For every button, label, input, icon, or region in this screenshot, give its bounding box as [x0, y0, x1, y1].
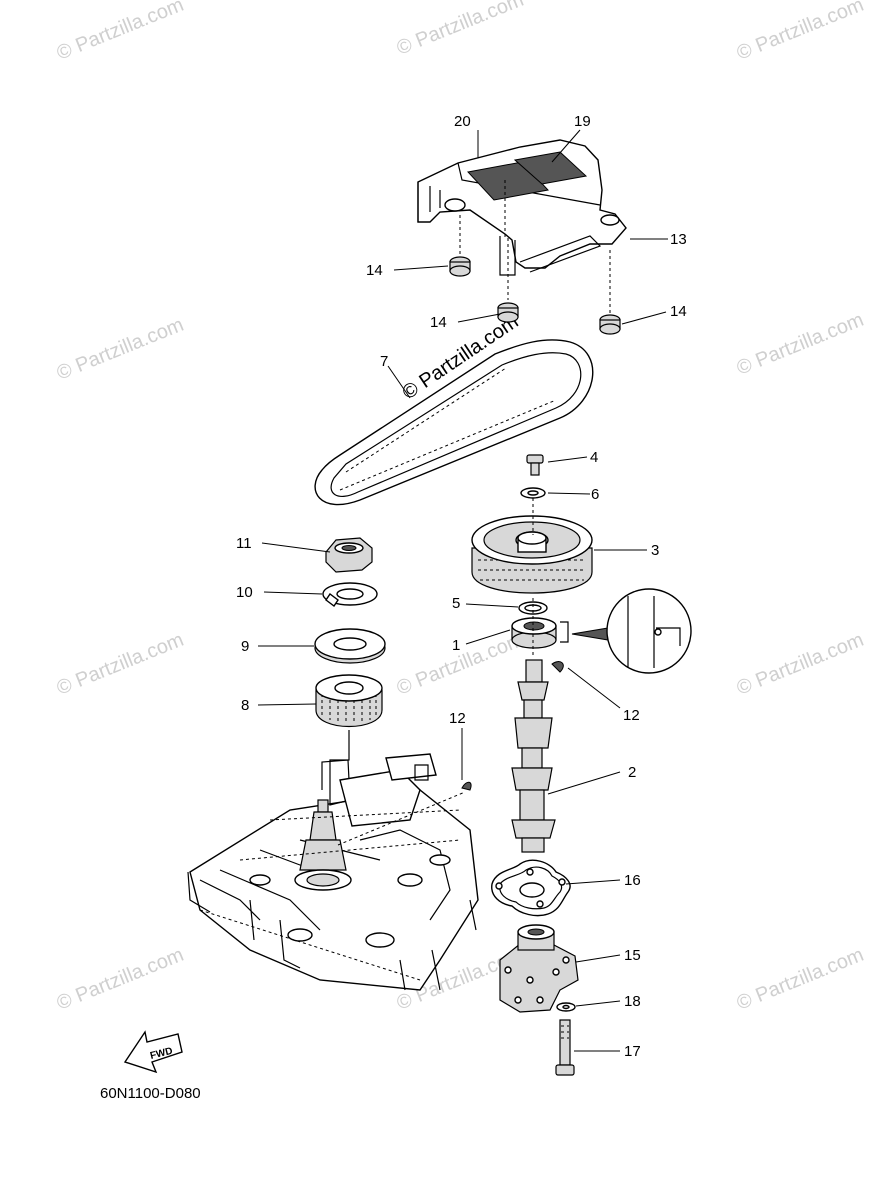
lock-washer [322, 582, 378, 608]
callout-12: 12 [623, 707, 640, 724]
flywheel-cover [417, 139, 627, 300]
bolt [526, 454, 544, 476]
callout-14: 14 [366, 262, 383, 279]
callout-11: 11 [236, 535, 252, 552]
fwd-label: FWD [149, 1046, 174, 1062]
diagram-code: 60N1100-D080 [100, 1085, 201, 1102]
fwd-arrow: FWD [123, 1030, 183, 1074]
callout-10: 10 [236, 584, 253, 601]
callout-17: 17 [624, 1043, 641, 1060]
cylinder-block [187, 753, 479, 991]
oil-pump [499, 924, 579, 1013]
washer [520, 487, 546, 499]
watermark: © Partzilla.com [54, 314, 187, 385]
callout-5: 5 [452, 595, 460, 612]
watermark: © Partzilla.com [734, 0, 867, 65]
detail-inset [560, 588, 692, 674]
callout-13: 13 [670, 231, 687, 248]
washer [556, 1002, 576, 1012]
plate [314, 628, 386, 664]
callout-2: 2 [628, 764, 636, 781]
o-ring [518, 601, 548, 615]
callout-9: 9 [241, 638, 249, 655]
callout-14: 14 [670, 303, 687, 320]
timing-belt [314, 339, 594, 506]
leader-lines [257, 129, 668, 1052]
callout-18: 18 [624, 993, 641, 1010]
watermark: © Partzilla.com [734, 629, 867, 700]
callout-15: 15 [624, 947, 641, 964]
grommet [497, 302, 519, 323]
watermark: © Partzilla.com [734, 309, 867, 380]
gasket [491, 859, 571, 917]
callout-19: 19 [574, 113, 591, 130]
callout-6: 6 [591, 486, 599, 503]
callout-4: 4 [590, 449, 598, 466]
callout-20: 20 [454, 113, 471, 130]
watermark: © Partzilla.com [54, 0, 187, 65]
woodruff-key [461, 781, 472, 791]
bolt [555, 1019, 575, 1076]
drive-pulley [315, 674, 383, 790]
watermark: © Partzilla.com [54, 629, 187, 700]
callout-7: 7 [380, 353, 388, 370]
grommet [599, 250, 621, 335]
callouts: 20 19 13 14 14 14 7 4 6 3 11 10 5 1 9 8 … [236, 113, 687, 1060]
oil-seal [511, 617, 557, 649]
watermark: © Partzilla.com [734, 944, 867, 1015]
camshaft [511, 598, 564, 853]
callout-1: 1 [452, 637, 460, 654]
label-19 [513, 151, 588, 185]
driven-pulley [471, 498, 593, 594]
watermark: © Partzilla.com [394, 0, 527, 60]
watermark: © Partzilla.com [54, 944, 187, 1015]
callout-16: 16 [624, 872, 641, 889]
nut [325, 537, 373, 573]
woodruff-key [551, 661, 564, 673]
callout-12: 12 [449, 710, 466, 727]
callout-14: 14 [430, 314, 447, 331]
grommet [449, 215, 471, 277]
callout-8: 8 [241, 697, 249, 714]
callout-3: 3 [651, 542, 659, 559]
